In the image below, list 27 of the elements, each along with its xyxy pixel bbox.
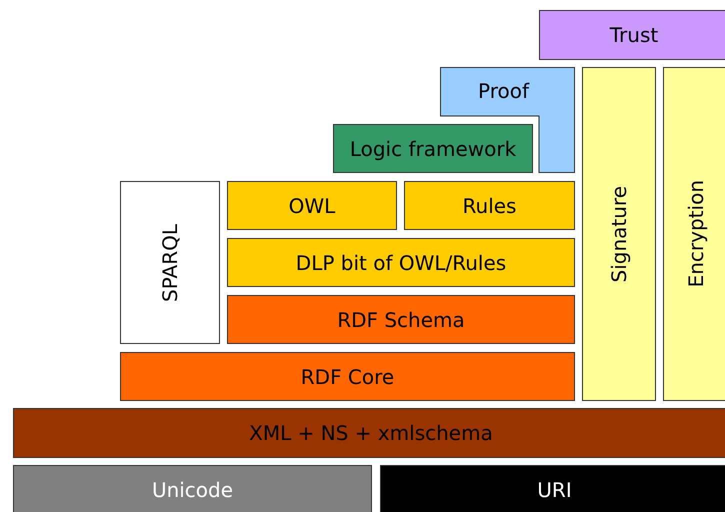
layer-box bbox=[227, 238, 575, 287]
layer-label: DLP bit of OWL/Rules bbox=[296, 250, 506, 274]
layer-label: OWL bbox=[288, 194, 336, 218]
layer-label: XML + NS + xmlschema bbox=[249, 421, 493, 445]
layer-label: SPARQL bbox=[158, 224, 182, 302]
layer-label: Signature bbox=[607, 186, 631, 282]
layer-label: RDF Schema bbox=[337, 308, 465, 332]
layer-box bbox=[333, 124, 533, 173]
layer-box bbox=[227, 295, 575, 344]
layer-label: Trust bbox=[610, 23, 658, 47]
layer-box bbox=[120, 352, 575, 401]
layer-box bbox=[404, 181, 575, 230]
layer-box bbox=[380, 465, 725, 512]
layer-box bbox=[582, 67, 656, 401]
layer-box bbox=[13, 465, 372, 512]
layer-box bbox=[663, 67, 725, 401]
layer-box bbox=[120, 181, 220, 344]
layer-label: Rules bbox=[462, 194, 516, 218]
layer-label: Proof bbox=[478, 79, 530, 103]
layer-box bbox=[227, 181, 397, 230]
layer-label: RDF Core bbox=[300, 364, 394, 388]
layer-box bbox=[13, 408, 725, 458]
layer-label: Logic framework bbox=[350, 136, 516, 160]
layer-label: URI bbox=[537, 478, 572, 502]
layer-label: Encryption bbox=[684, 180, 708, 288]
layer-label: Unicode bbox=[152, 478, 234, 502]
layer-box bbox=[539, 10, 725, 60]
